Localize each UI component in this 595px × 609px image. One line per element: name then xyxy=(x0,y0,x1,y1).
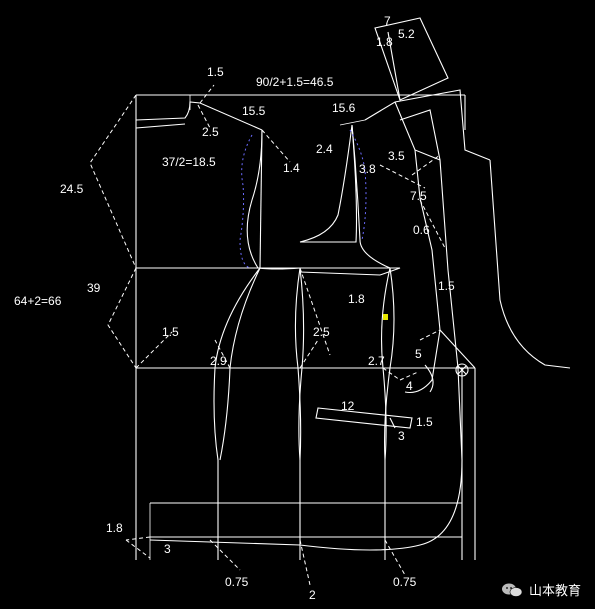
label-m-39: 39 xyxy=(87,281,101,295)
label-m-5-2-collar: 5.2 xyxy=(398,27,415,41)
welt-pocket xyxy=(315,407,413,429)
label-m-1-4: 1.4 xyxy=(283,161,300,175)
label-m-5: 5 xyxy=(415,347,422,361)
label-m-2-4: 2.4 xyxy=(316,142,333,156)
label-m-1-8-collar: 1.8 xyxy=(376,35,393,49)
label-m-24-5: 24.5 xyxy=(60,182,84,196)
label-m-3-hem: 3 xyxy=(164,542,171,556)
label-m-7-collar: 7 xyxy=(384,14,391,28)
label-m-0-6: 0.6 xyxy=(413,223,430,237)
side-seams-darts xyxy=(213,267,401,560)
construction-lines xyxy=(89,94,406,586)
armhole-curves xyxy=(239,119,391,270)
watermark-text: 山本教育 xyxy=(528,583,581,598)
label-m-7-5: 7.5 xyxy=(410,189,427,203)
label-m-3-8: 3.8 xyxy=(359,162,376,176)
watermark: 山本教育 xyxy=(501,580,581,599)
label-m-12: 12 xyxy=(341,399,355,413)
label-m-4: 4 xyxy=(406,379,413,393)
label-m-2-9: 2.9 xyxy=(210,354,227,368)
label-m-0-75-right: 0.75 xyxy=(393,575,417,589)
label-m-3-pocket: 3 xyxy=(398,429,405,443)
label-chest-formula: 90/2+1.5=46.5 xyxy=(256,75,334,89)
label-m-1-8-hem: 1.8 xyxy=(106,521,123,535)
label-m-15-6: 15.6 xyxy=(332,101,356,115)
label-m-1-5-side: 1.5 xyxy=(162,325,179,339)
front-edge-hem xyxy=(125,269,476,559)
notch-marker xyxy=(383,314,388,320)
label-m-1-8-mid: 1.8 xyxy=(348,292,365,306)
label-back-width: 37/2=18.5 xyxy=(162,155,216,169)
label-m-15-5: 15.5 xyxy=(242,104,266,118)
label-m-1-5-front: 1.5 xyxy=(438,279,455,293)
label-m-2-7: 2.7 xyxy=(368,354,385,368)
back-neck-shoulder xyxy=(135,84,291,163)
wechat-icon xyxy=(501,583,523,597)
label-length-formula: 64+2=66 xyxy=(14,294,62,308)
label-m-1-5-pocket: 1.5 xyxy=(416,415,433,429)
label-m-2-hem: 2 xyxy=(309,588,316,602)
label-m-1-5-top: 1.5 xyxy=(207,65,224,79)
label-m-0-75-left: 0.75 xyxy=(225,575,249,589)
front-collar-lapel xyxy=(364,17,571,394)
label-m-2-5-waist: 2.5 xyxy=(313,325,330,339)
label-m-2-5-neck: 2.5 xyxy=(202,125,219,139)
label-m-3-5: 3.5 xyxy=(388,149,405,163)
